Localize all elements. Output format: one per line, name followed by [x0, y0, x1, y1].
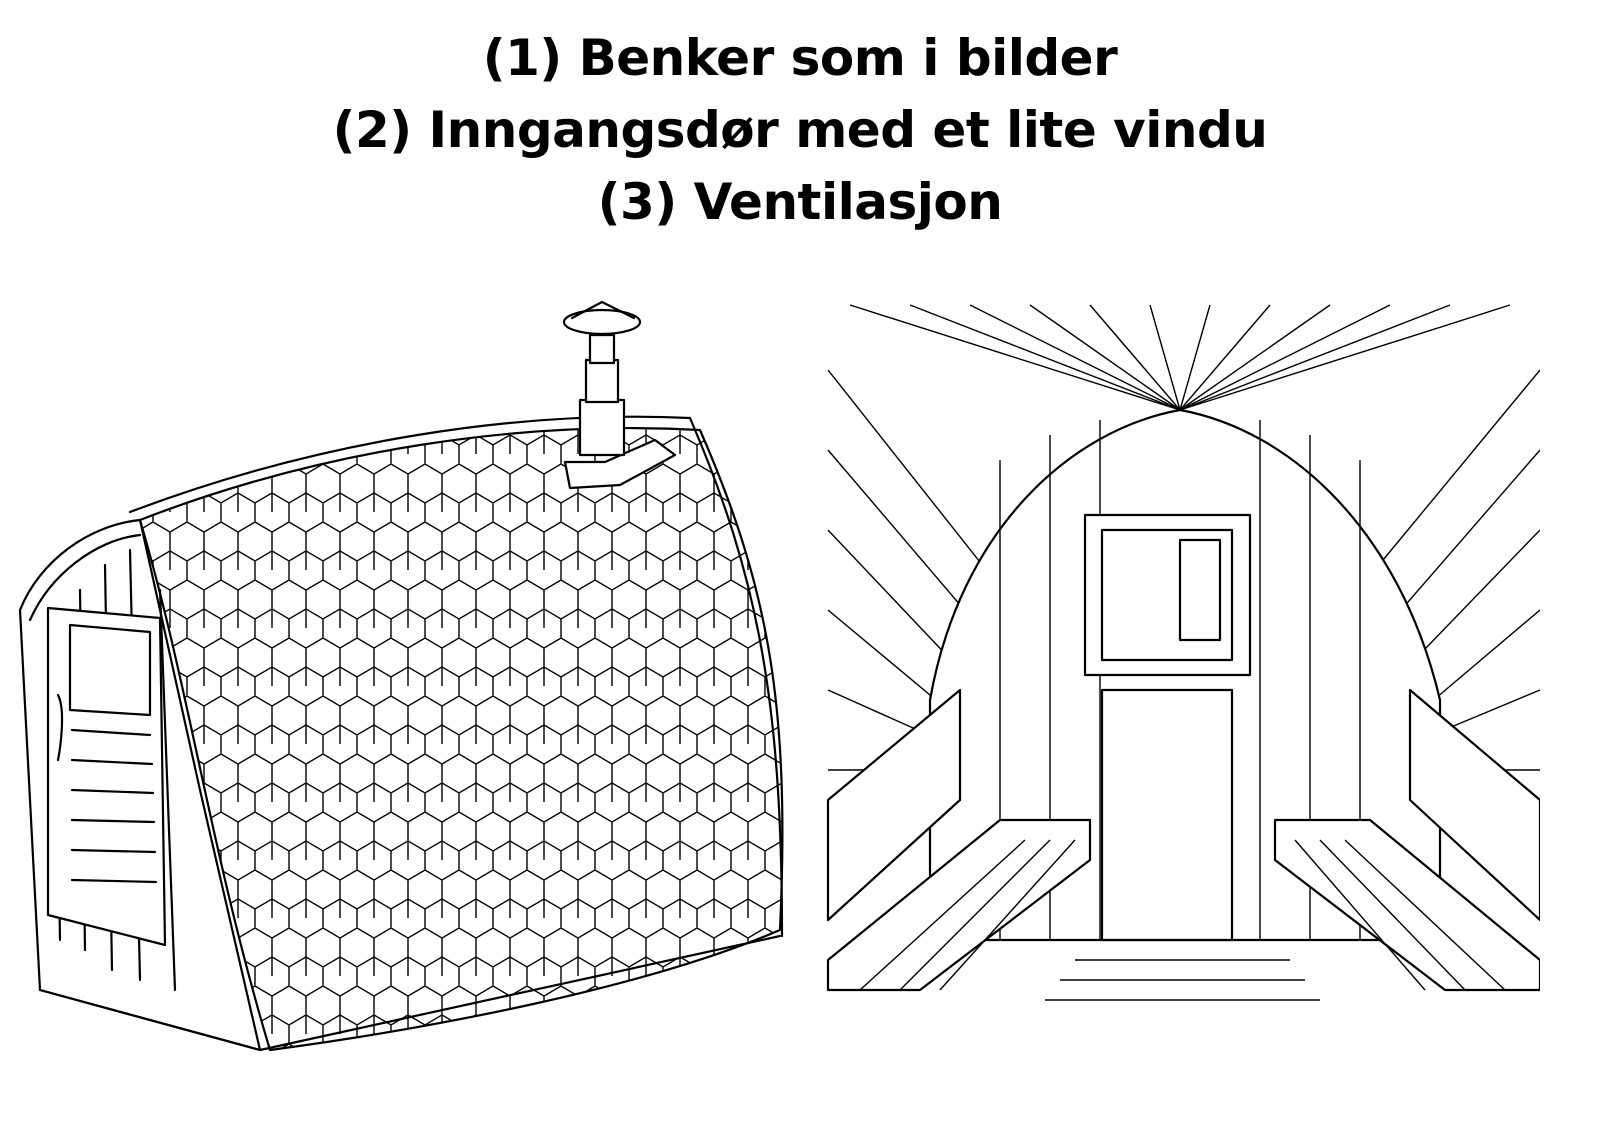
sauna-interior-drawing: [826, 304, 1540, 1001]
vent-window: [1083, 513, 1252, 677]
heading-line-1: (1) Benker som i bilder: [482, 29, 1118, 87]
entrance-door: [46, 606, 167, 947]
heading: (1) Benker som i bilder (2) Inngangsdør …: [0, 22, 1600, 238]
ceiling-slats: [827, 304, 1540, 771]
right-bench: [1273, 688, 1540, 992]
shingle-roof: [128, 415, 784, 1052]
doorway: [1100, 688, 1234, 942]
floor-boards: [1045, 939, 1320, 1001]
chimney: [562, 300, 677, 490]
base-line: [38, 934, 782, 1052]
heading-line-2: (2) Inngangsdør med et lite vindu: [332, 101, 1268, 159]
left-bench: [826, 688, 1092, 992]
sauna-exterior-drawing: [18, 300, 784, 1052]
heading-line-3: (3) Ventilasjon: [597, 173, 1003, 231]
